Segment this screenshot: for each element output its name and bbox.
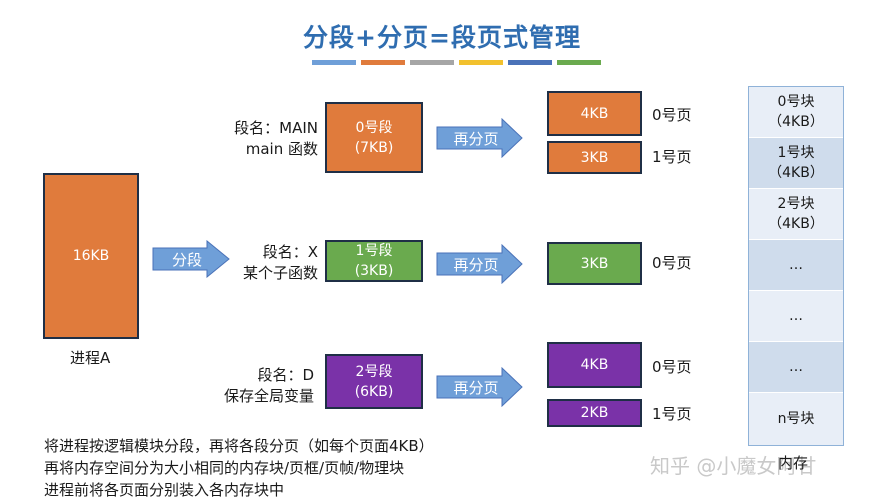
- segment-2-box: 2号段 (6KB): [325, 354, 423, 409]
- note-line-2: 再将内存空间分为大小相同的内存块/页框/页帧/物理块: [44, 459, 405, 477]
- segment-1-box: 1号段 (3KB): [325, 240, 423, 282]
- notes: 将进程按逻辑模块分段，再将各段分页（如每个页面4KB） 再将内存空间分为大小相同…: [44, 435, 434, 501]
- segment-1-page-0: 3KB: [547, 242, 642, 285]
- color-bar-3: [410, 60, 454, 65]
- segment-arrow-label: 分段: [171, 250, 202, 269]
- color-bar-1: [312, 60, 356, 65]
- segment-2-name: 段名：D 保存全局变量: [223, 366, 314, 405]
- color-bar-2: [361, 60, 405, 65]
- memory-table: 0号块 （4KB） 1号块 （4KB） 2号块 （4KB） … … … n号块: [748, 86, 844, 446]
- segment-1-name: 段名：X 某个子函数: [242, 243, 318, 282]
- segment-0-name: 段名：MAIN main 函数: [234, 119, 318, 158]
- process-a-box: 16KB: [43, 173, 139, 339]
- memory-block-2: 2号块 （4KB）: [749, 189, 843, 240]
- segment-0-page-1: 3KB: [547, 141, 642, 174]
- memory-block-6: n号块: [749, 393, 843, 445]
- note-line-1: 将进程按逻辑模块分段，再将各段分页（如每个页面4KB）: [44, 437, 434, 455]
- segment-1-page-0-label: 0号页: [652, 254, 692, 272]
- segment-2-page-0: 4KB: [547, 342, 642, 388]
- segment-0-page-0-label: 0号页: [652, 106, 692, 124]
- watermark: 知乎 @小魔女阿甘: [650, 454, 817, 478]
- segment-0-box: 0号段 (7KB): [325, 102, 423, 173]
- color-bar-5: [508, 60, 552, 65]
- page-arrow-2-icon: [436, 367, 523, 407]
- memory-block-4: …: [749, 291, 843, 342]
- process-label: 进程A: [70, 349, 111, 367]
- process-size: 16KB: [72, 248, 110, 264]
- page-title: 分段+分页=段页式管理: [303, 23, 581, 52]
- note-line-3: 进程前将各页面分别装入各内存块中: [44, 481, 285, 499]
- page-arrow-1-label: 再分页: [453, 255, 499, 274]
- segment-0-page-0: 4KB: [547, 91, 642, 136]
- memory-block-1: 1号块 （4KB）: [749, 138, 843, 189]
- page-arrow-2-label: 再分页: [453, 378, 499, 397]
- segment-0-page-1-label: 1号页: [652, 148, 692, 166]
- memory-block-5: …: [749, 342, 843, 393]
- page-arrow-1-icon: [436, 244, 523, 284]
- page-arrow-0-icon: [436, 118, 523, 158]
- segment-2-page-1: 2KB: [547, 399, 642, 427]
- segment-2-page-1-label: 1号页: [652, 405, 692, 423]
- color-bar-4: [459, 60, 503, 65]
- page-arrow-0-label: 再分页: [453, 129, 499, 148]
- color-bar-6: [557, 60, 601, 65]
- memory-block-3: …: [749, 240, 843, 291]
- segment-2-page-0-label: 0号页: [652, 358, 692, 376]
- segment-arrow-icon: [152, 240, 230, 278]
- memory-block-0: 0号块 （4KB）: [749, 87, 843, 138]
- memory-label: 内存: [778, 454, 809, 472]
